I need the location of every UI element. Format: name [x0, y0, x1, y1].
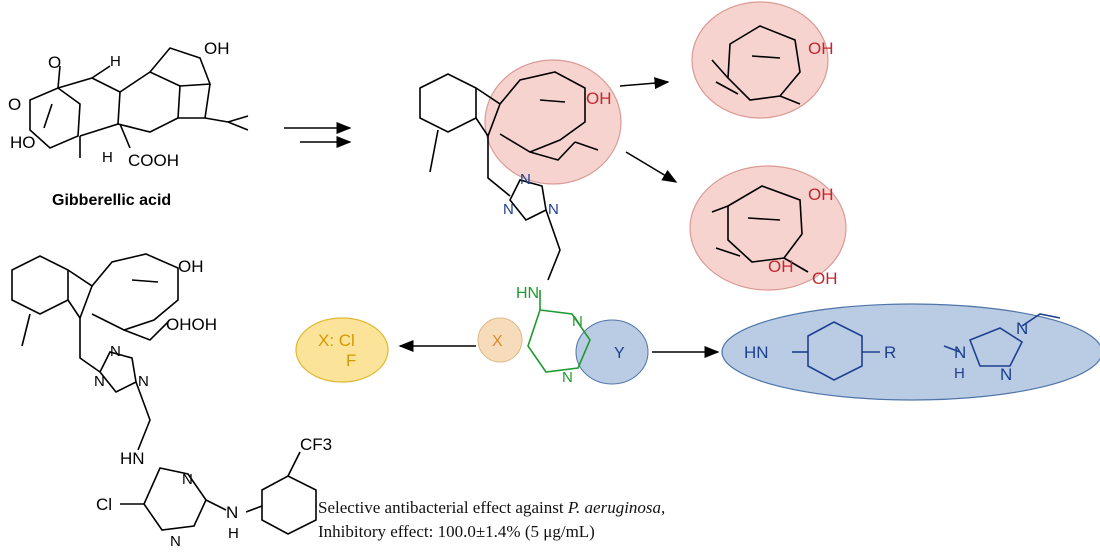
- ga-h-label: H: [110, 53, 121, 70]
- halogen-line2: F: [346, 351, 356, 370]
- final-h-label: H: [228, 525, 239, 542]
- orange-x-highlight: [477, 317, 523, 363]
- pink-highlight-intermediate: [484, 59, 622, 185]
- ga-o-label-2: O: [8, 95, 21, 114]
- amine-n-label-2: N: [1016, 319, 1028, 338]
- caption-line1-prefix: Selective antibacterial effect against: [318, 498, 568, 517]
- ga-o-label: O: [48, 53, 61, 72]
- pink-highlight-diol: [689, 165, 847, 291]
- pyrimidine-ring: [527, 290, 591, 373]
- ga-cooh-label: COOH: [128, 151, 179, 170]
- triazole-n-label-3: N: [548, 201, 559, 218]
- halogen-line1: X: Cl: [318, 331, 355, 350]
- amine-ellipse: [721, 303, 1100, 401]
- core-hn-label: HN: [516, 285, 539, 302]
- gibberellic-acid-structure: [29, 47, 249, 158]
- amine-hn-label: HN: [744, 343, 769, 362]
- diol-oh-label-3: OH: [812, 269, 838, 288]
- amine-n-label: N: [954, 343, 966, 362]
- triazole-n-label-2: N: [520, 171, 531, 188]
- diol-oh-label: OH: [808, 185, 834, 204]
- final-compound-structure: [11, 253, 317, 535]
- final-hn-label: HN: [120, 449, 145, 468]
- arrow-to-diol: [625, 151, 678, 183]
- halogen-ellipse: [295, 317, 389, 383]
- final-n-label-5: N: [170, 533, 181, 550]
- ga-oh-label: OH: [204, 39, 230, 58]
- amine-h-label: H: [954, 365, 965, 382]
- final-cf3-label: CF3: [300, 435, 332, 454]
- aniline-structure: [792, 313, 1061, 381]
- final-n-label-3: N: [138, 373, 149, 390]
- pink-highlight-ketone: [691, 1, 829, 119]
- arrow-to-ketone: [619, 77, 670, 90]
- amine-n-label-3: N: [1000, 365, 1012, 384]
- final-n-label-4: N: [182, 471, 193, 488]
- gibberellic-acid-name: Gibberellic acid: [52, 192, 171, 209]
- ga-h-label-2: H: [102, 149, 113, 166]
- core-n-label-2: N: [562, 369, 573, 386]
- core-y-label: Y: [614, 345, 625, 362]
- diol-structure: [711, 185, 809, 273]
- intermediate-structure: [419, 71, 599, 197]
- final-n-label-2: N: [110, 343, 121, 360]
- blue-y-highlight: [575, 319, 649, 385]
- ketone-oh-label: OH: [808, 39, 834, 58]
- final-ohoh-label: OHOH: [166, 315, 217, 334]
- ketone-structure: [711, 25, 801, 105]
- triazole-n-label: N: [503, 201, 514, 218]
- final-cl-label: Cl: [96, 495, 112, 514]
- caption-line-1: Selective antibacterial effect against P…: [318, 498, 665, 518]
- diol-oh-label-2: OH: [768, 257, 794, 276]
- amine-r-label: R: [884, 343, 896, 362]
- final-n-label: N: [94, 373, 105, 390]
- core-x-label: X: [492, 333, 503, 350]
- core-n-label: N: [572, 313, 583, 330]
- ga-ho-label: HO: [10, 133, 36, 152]
- caption-line-2: Inhibitory effect: 100.0±1.4% (5 μg/mL): [318, 522, 595, 541]
- intermediate-oh-label: OH: [586, 89, 612, 108]
- final-n-label-6: N: [226, 503, 238, 522]
- final-oh-label: OH: [178, 257, 204, 276]
- triazole-linker: [509, 179, 561, 281]
- caption-species: P. aeruginosa,: [567, 498, 666, 517]
